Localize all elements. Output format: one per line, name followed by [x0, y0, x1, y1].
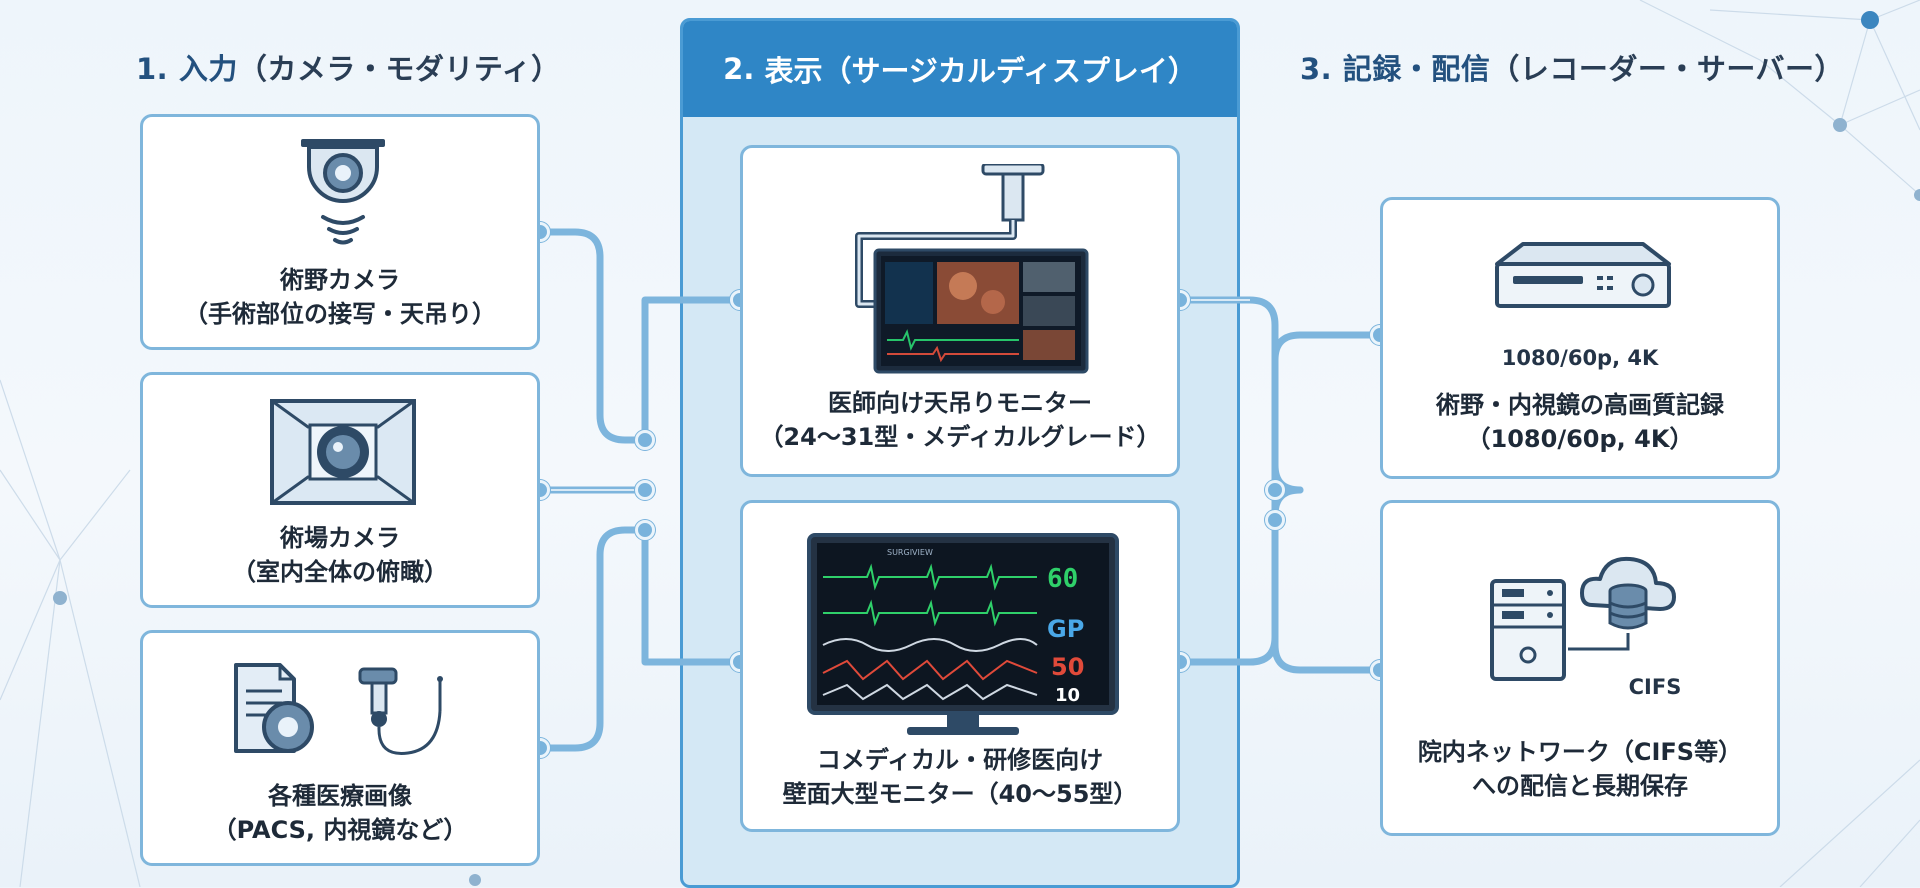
connector-dot	[1265, 510, 1285, 530]
card-title: 術野・内視鏡の高画質記録	[1383, 388, 1777, 422]
card-subtitle: （1080/60p, 4K）	[1383, 422, 1777, 456]
vital-monitor-icon: SURGIVIEW 60 GP 50 10	[807, 533, 1119, 739]
connector-dot	[635, 480, 655, 500]
input-card-room-camera: 術場カメラ （室内全体の俯瞰）	[140, 372, 540, 608]
display-card-ceiling-monitor: 医師向け天吊りモニター （24〜31型・メディカルグレード）	[740, 145, 1180, 477]
card-subtitle: （PACS, 内視鏡など）	[143, 813, 537, 847]
card-subtitle: （室内全体の俯瞰）	[143, 555, 537, 589]
card-title: 術場カメラ	[143, 521, 537, 555]
card-subtitle: 壁面大型モニター（40〜55型）	[743, 777, 1177, 811]
record-card-recorder: 1080/60p, 4K 術野・内視鏡の高画質記録 （1080/60p, 4K）	[1380, 197, 1780, 479]
card-title: 各種医療画像	[143, 779, 537, 813]
ceiling-monitor-icon	[843, 164, 1093, 374]
card-subtitle: への配信と長期保存	[1383, 769, 1777, 803]
card-title: 術野カメラ	[143, 263, 537, 297]
monitor-brand: SURGIVIEW	[887, 548, 933, 557]
card-title: 院内ネットワーク（CIFS等）	[1383, 735, 1777, 769]
room-camera-icon	[268, 397, 418, 507]
input-card-surgical-camera: 術野カメラ （手術部位の接写・天吊り）	[140, 114, 540, 350]
medical-image-icon	[228, 661, 458, 761]
card-subtitle: （24〜31型・メディカルグレード）	[743, 420, 1177, 454]
recorder-resolution-label: 1080/60p, 4K	[1383, 346, 1777, 370]
card-title: 医師向け天吊りモニター	[743, 386, 1177, 420]
connector-dot	[635, 430, 655, 450]
spo2-value: GP	[1047, 615, 1084, 643]
heart-rate-value: 60	[1047, 564, 1078, 594]
record-card-network-storage: CIFS 院内ネットワーク（CIFS等） への配信と長期保存	[1380, 500, 1780, 836]
server-cloud-icon	[1488, 553, 1678, 683]
resp-value: 50	[1051, 653, 1084, 681]
temp-value: 10	[1055, 685, 1080, 706]
network-protocol-label: CIFS	[1533, 675, 1777, 699]
dome-camera-icon	[283, 137, 403, 257]
card-subtitle: （手術部位の接写・天吊り）	[143, 297, 537, 331]
connector-dot	[1265, 480, 1285, 500]
recorder-icon	[1493, 240, 1673, 310]
input-card-medical-images: 各種医療画像 （PACS, 内視鏡など）	[140, 630, 540, 866]
display-card-wall-monitor: SURGIVIEW 60 GP 50 10 コメディカル・研修医向け 壁面大型モ…	[740, 500, 1180, 832]
card-title: コメディカル・研修医向け	[743, 743, 1177, 777]
connector-dot	[635, 520, 655, 540]
